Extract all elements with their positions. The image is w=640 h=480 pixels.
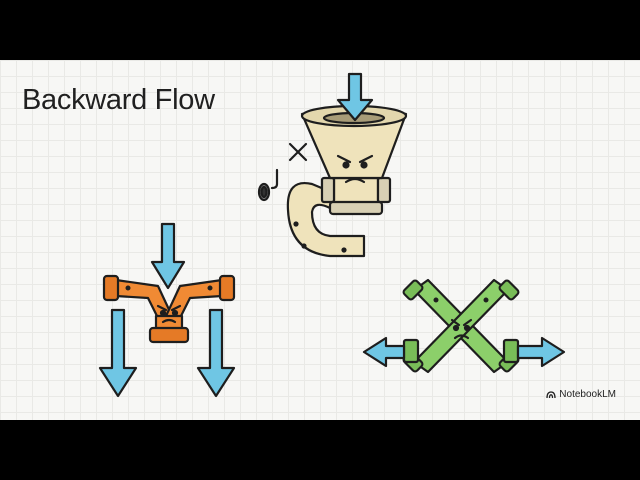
brand-label: NotebookLM	[559, 389, 616, 400]
outflow-left-arrow-icon	[98, 308, 138, 398]
slide-title: Backward Flow	[22, 84, 215, 116]
inflow-arrow-icon	[150, 222, 186, 290]
backflow-squiggle-icon	[270, 168, 279, 190]
outflow-right-arrow-icon	[516, 336, 566, 368]
angry-face-icon	[336, 154, 374, 184]
funnel-pipe-illustration	[257, 104, 408, 258]
outflow-left-arrow-icon	[362, 336, 406, 368]
angry-face-icon	[450, 318, 473, 340]
angry-face-icon	[156, 304, 182, 324]
cross-mark-icon	[288, 142, 308, 162]
notebooklm-logo-icon	[546, 390, 556, 398]
y-pipe-illustration	[102, 274, 236, 344]
illustration-canvas	[98, 72, 566, 398]
outflow-right-arrow-icon	[196, 308, 236, 398]
inflow-arrow-icon	[336, 72, 374, 122]
u-bend-pipe	[286, 181, 366, 258]
x-pipe-illustration	[402, 278, 520, 374]
notebooklm-brand: NotebookLM	[546, 389, 616, 400]
slide: Backward Flow	[0, 60, 640, 420]
